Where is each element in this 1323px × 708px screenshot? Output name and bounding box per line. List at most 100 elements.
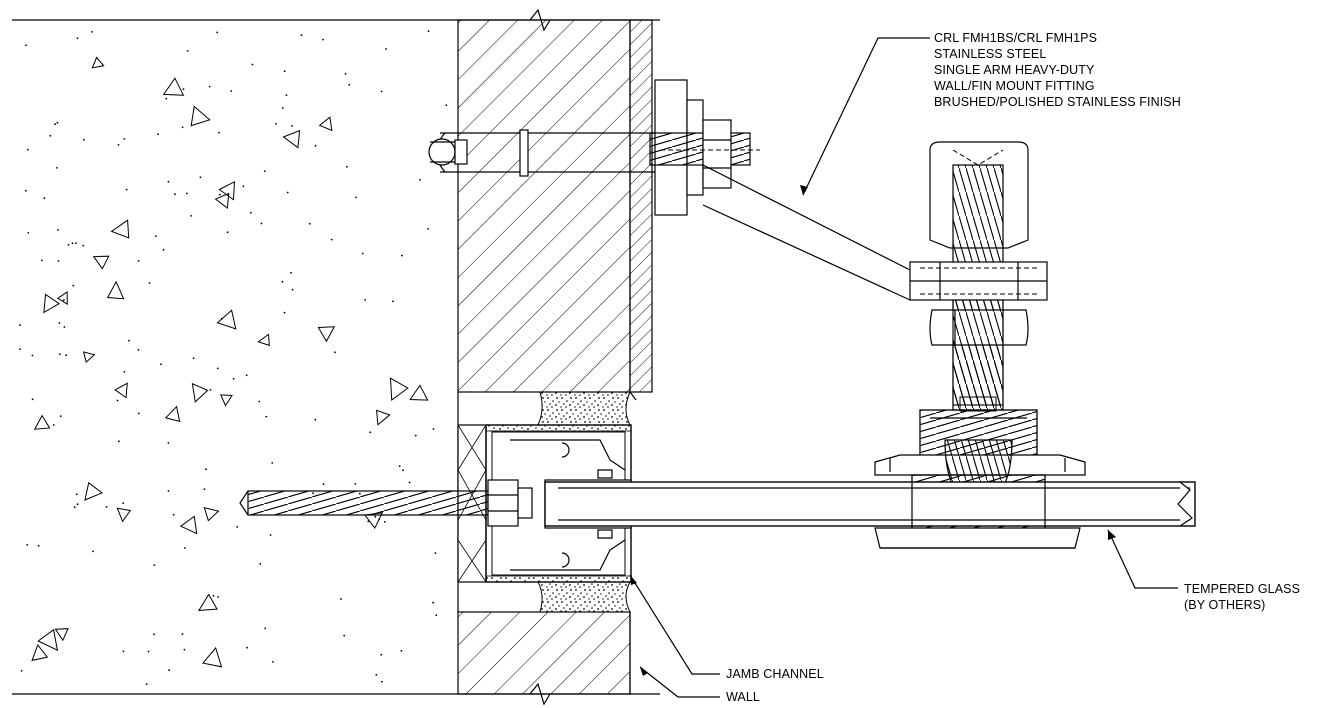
aggregate-speck [186,192,188,195]
fitting-stud [909,141,1048,412]
aggregate-stone [110,219,130,239]
aggregate-speck [300,34,303,36]
aggregate-speck [57,229,59,231]
aggregate-speck [203,488,206,490]
aggregate-speck [128,339,130,342]
aggregate-speck [165,97,168,100]
aggregate-speck [348,83,351,86]
aggregate-speck [181,126,184,129]
aggregate-speck [137,412,140,415]
aggregate-speck [31,398,34,401]
aggregate-speck [160,363,162,366]
aggregate-stone [179,515,198,535]
aggregate-speck [65,354,67,357]
aggregate-speck [167,490,170,492]
fitting-label-line3: SINGLE ARM HEAVY-DUTY [934,63,1095,77]
aggregate-stone [82,351,96,364]
aggregate-speck [71,242,74,245]
aggregate-stone [84,481,103,501]
aggregate-speck [374,515,377,518]
aggregate-speck [56,121,59,124]
aggregate-speck [117,144,120,146]
aggregate-speck [186,50,189,52]
aggregate-speck [82,138,85,141]
aggregate-speck [249,211,252,214]
aggregate-speck [76,37,79,40]
aggregate-speck [375,673,378,676]
aggregate-speck [52,424,55,426]
glass-label-line1: TEMPERED GLASS [1184,582,1300,596]
aggregate-speck [343,634,346,637]
aggregate-speck [24,189,27,192]
point-fitting [874,409,1086,549]
aggregate-speck [330,238,333,241]
fitting-label-line1: CRL FMH1BS/CRL FMH1PS [934,31,1097,45]
aggregate-speck [291,288,294,291]
glass-label-line2: (BY OTHERS) [1184,598,1265,612]
aggregate-speck [314,418,317,421]
aggregate-speck [291,125,293,127]
aggregate-speck [199,176,202,179]
aggregate-speck [275,123,277,125]
aggregate-speck [37,544,40,547]
aggregate-speck [400,650,403,652]
aggregate-speck [19,348,21,350]
aggregate-speck [272,661,274,663]
aggregate-speck [123,371,126,373]
aggregate-speck [283,70,286,73]
aggregate-speck [154,235,157,238]
aggregate-speck [19,324,21,326]
aggregate-stone [318,116,333,132]
aggregate-stone [191,382,209,403]
aggregate-stone [116,507,132,523]
aggregate-speck [245,374,248,377]
aggregate-speck [427,30,430,33]
aggregate-speck [92,550,94,553]
aggregate-speck [408,481,411,484]
aggregate-speck [122,502,125,505]
aggregate-speck [63,326,66,328]
aggregate-speck [322,483,325,486]
aggregate-speck [219,193,221,196]
aggregate-speck [230,90,233,92]
aggregate-speck [118,440,120,443]
aggregate-speck [385,48,387,50]
aggregate-speck [157,133,159,136]
aggregate-speck [59,415,62,417]
aggregate-speck [369,431,372,434]
aggregate-speck [75,493,78,496]
aggregate-stone [33,414,51,430]
aggregate-stone [37,628,59,652]
tempered-glass [544,481,1196,527]
aggregate-speck [271,462,274,464]
aggregate-speck [380,90,383,93]
aggregate-stone [197,593,218,611]
aggregate-speck [192,357,195,360]
aggregate-stone [201,646,223,668]
aggregate-speck [73,506,76,509]
aggregate-speck [314,144,317,147]
aggregate-speck [392,300,394,303]
aggregate-speck [435,614,438,617]
aggregate-speck [364,299,366,301]
aggregate-speck [378,518,381,521]
aggregate-speck [398,465,401,467]
aggregate-speck [259,562,262,565]
aggregate-speck [414,434,417,437]
concrete-aggregate [19,30,448,685]
aggregate-speck [246,646,249,649]
leader-lines [629,37,1178,698]
aggregate-speck [148,282,151,284]
aggregate-speck [147,650,150,653]
aggregate-stone [409,384,429,401]
aggregate-speck [153,633,155,636]
aggregate-speck [167,180,170,183]
aggregate-speck [218,131,220,134]
aggregate-speck [260,222,263,225]
aggregate-speck [72,284,75,287]
screw-anchor [239,479,533,527]
foam-sealant [537,391,631,613]
aggregate-speck [153,564,156,566]
aggregate-stone [220,394,233,407]
